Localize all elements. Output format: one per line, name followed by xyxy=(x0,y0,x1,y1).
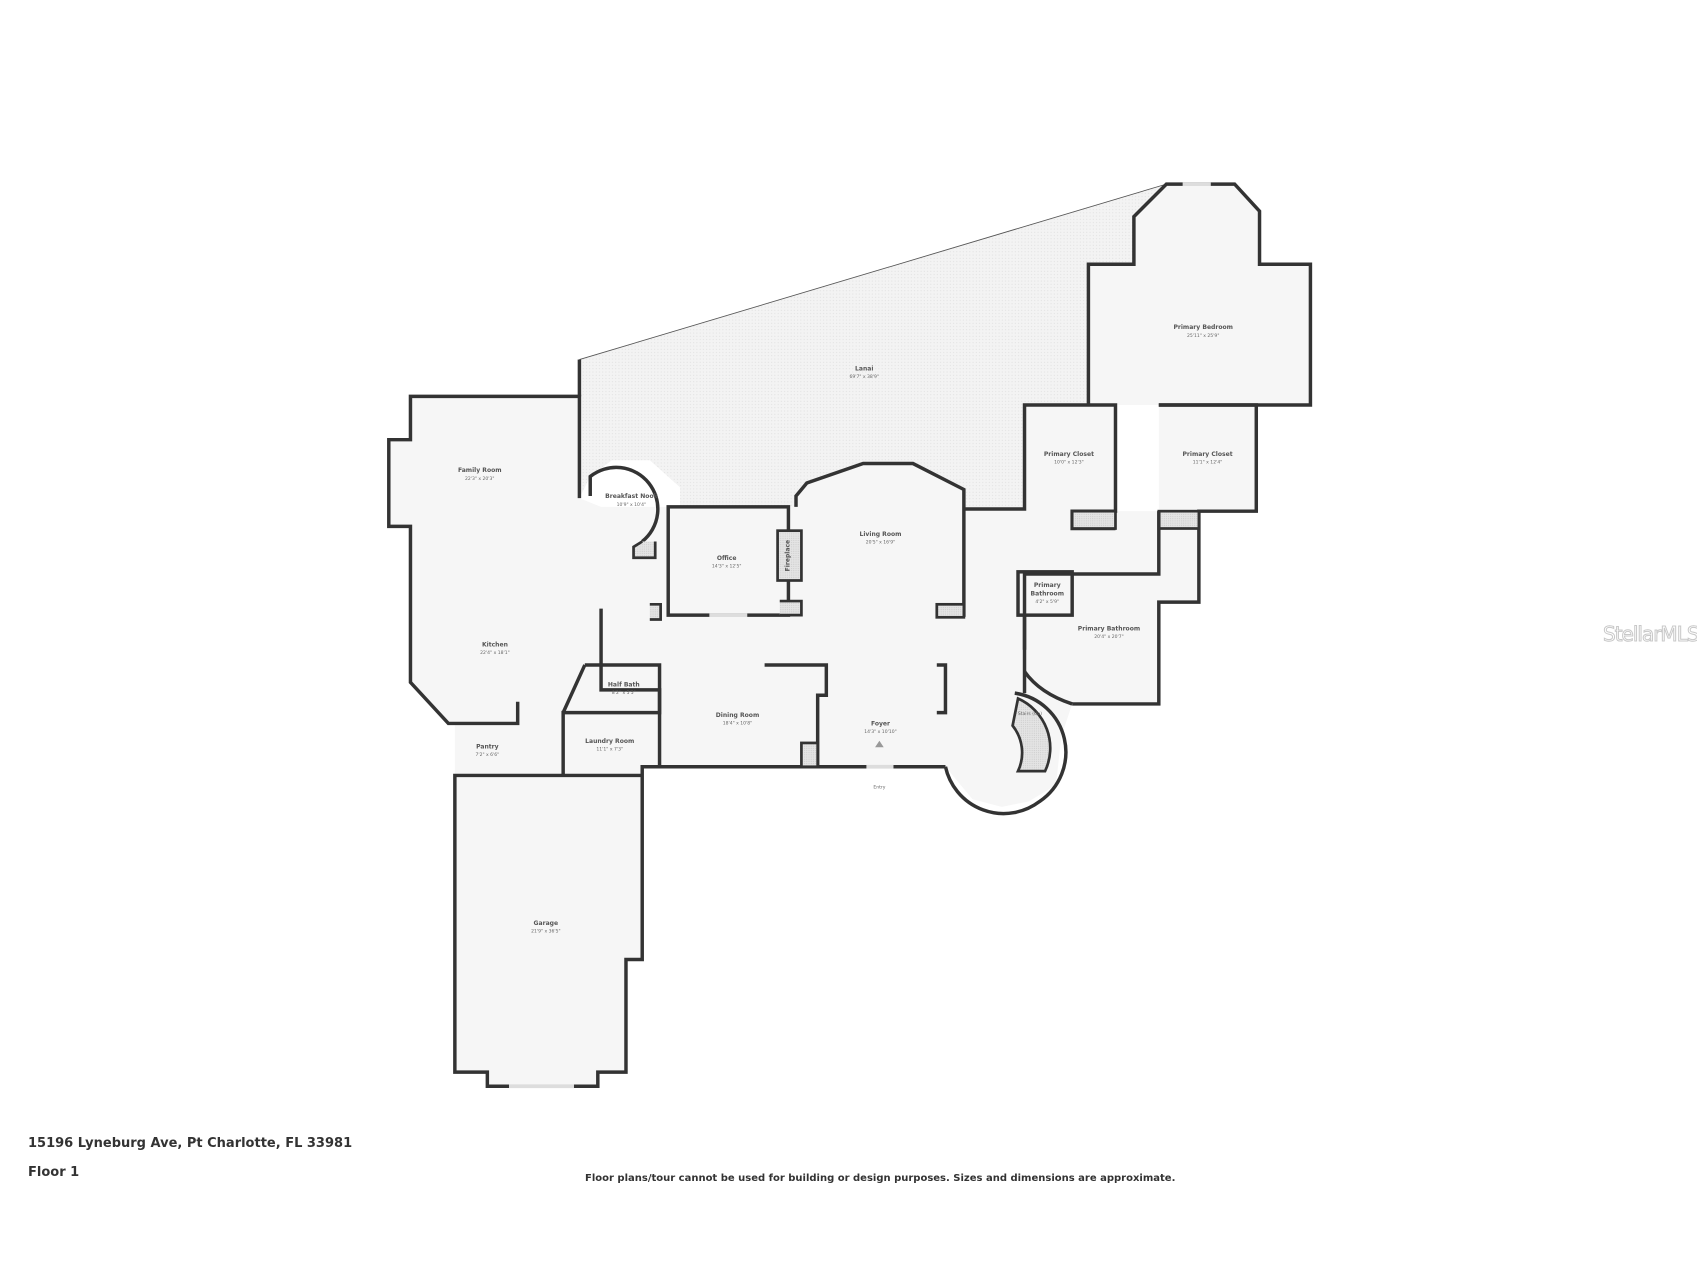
room-dims: 22'3" x 20'3" xyxy=(465,476,495,482)
stairs-label: Stairs (Up) xyxy=(1018,711,1042,717)
walls xyxy=(387,182,1313,1089)
entry-label: Entry xyxy=(873,784,885,790)
disclaimer: Floor plans/tour cannot be used for buil… xyxy=(585,1173,1176,1184)
room-dims: 20'5" x 16'9" xyxy=(866,540,896,546)
room-dims: 22'4" x 18'1" xyxy=(480,650,510,656)
room-name: Breakfast Nook xyxy=(605,493,658,500)
room-dims: 11'1" x 12'4" xyxy=(1193,460,1223,466)
room-name: Dining Room xyxy=(716,712,759,719)
room-dims: 25'11" x 25'9" xyxy=(1187,333,1219,339)
room-dims: 8'2" x 5'5" xyxy=(612,690,636,696)
room-name-line1: Primary xyxy=(1034,582,1061,589)
room-dims: 69'7" x 38'9" xyxy=(849,374,879,380)
room-name: Pantry xyxy=(476,743,499,750)
room-name: Garage xyxy=(534,920,559,927)
watermark-logo: StellarMLS xyxy=(1603,622,1697,647)
room-dims: 20'4" x 20'7" xyxy=(1094,634,1124,640)
room-name: Primary Bathroom xyxy=(1078,625,1140,632)
room-name: Living Room xyxy=(860,531,902,538)
room-name: Primary Bedroom xyxy=(1173,324,1233,331)
room-name: Primary Closet xyxy=(1044,451,1094,458)
room-name: Half Bath xyxy=(608,682,640,689)
entry-arrow-icon xyxy=(875,740,884,748)
property-address: 15196 Lyneburg Ave, Pt Charlotte, FL 339… xyxy=(28,1136,353,1151)
room-name: Foyer xyxy=(871,721,890,728)
room-dims: 14'3" x 12'5" xyxy=(712,563,742,569)
room-name: Office xyxy=(717,555,737,562)
room-dims: 10'9" x 10'4" xyxy=(617,502,647,508)
room-dims: 10'0" x 12'3" xyxy=(1054,460,1084,466)
room-name: Kitchen xyxy=(482,642,508,649)
room-dims: 14'3" x 10'10" xyxy=(864,729,896,735)
room-dims: 11'1" x 7'3" xyxy=(596,747,623,753)
room-name: Laundry Room xyxy=(585,738,634,745)
room-dims: 7'2" x 6'6" xyxy=(475,752,499,758)
room-name-line2: Bathroom xyxy=(1031,591,1064,598)
room-name: Primary Closet xyxy=(1182,451,1232,458)
lanai-edge xyxy=(579,183,1167,360)
room-dims: 4'2" x 5'9" xyxy=(1035,599,1059,605)
floor-label: Floor 1 xyxy=(28,1165,80,1180)
room-name: Lanai xyxy=(855,365,873,372)
room-name: Family Room xyxy=(458,467,502,474)
room-dims: 21'9" x 36'5" xyxy=(531,928,561,934)
fireplace-label: Fireplace xyxy=(785,540,792,571)
room-dims: 18'4" x 10'8" xyxy=(723,721,753,727)
lanai-area xyxy=(579,184,1167,510)
